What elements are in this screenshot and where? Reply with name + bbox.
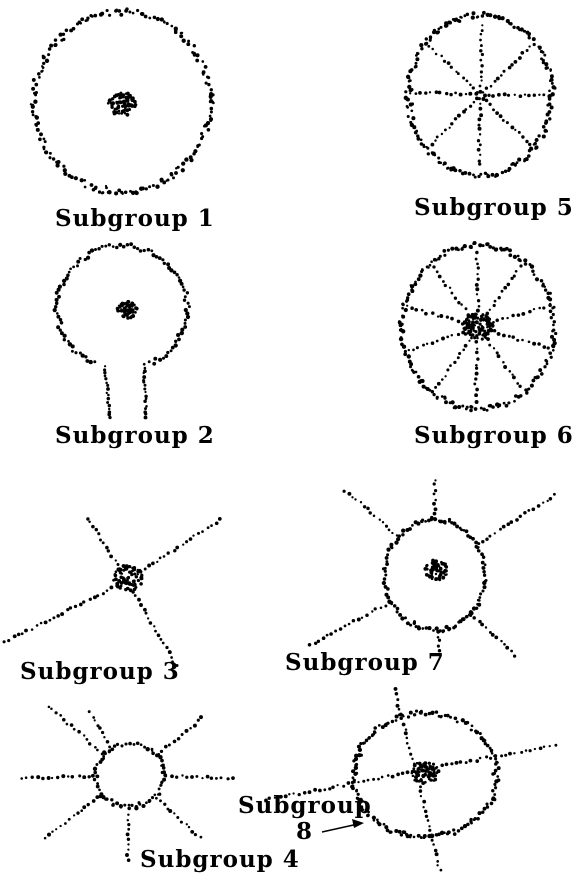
subgroup-7-label: Subgroup 7 xyxy=(285,649,445,676)
subgroup-8-label-line2: 8 xyxy=(296,818,314,845)
subgroup-3-label: Subgroup 3 xyxy=(20,658,180,685)
subgroup-1-label: Subgroup 1 xyxy=(55,205,215,232)
subgroup-6-label: Subgroup 6 xyxy=(414,422,574,449)
subgroup-glyphs xyxy=(2,7,558,872)
subgroup-8-arrow xyxy=(321,819,364,833)
subgroup-5-label: Subgroup 5 xyxy=(414,194,574,221)
subgroup-4-label: Subgroup 4 xyxy=(140,846,300,873)
subgroup-5-glyph xyxy=(403,10,557,179)
subgroup-6-glyph xyxy=(397,240,558,413)
subgroup-3-glyph xyxy=(2,517,222,668)
subgroup-2-glyph xyxy=(52,242,191,420)
subgroup-figure: Subgroup 1 Subgroup 2 Subgroup 3 Subgrou… xyxy=(2,7,573,873)
subgroup-7-glyph xyxy=(307,479,556,658)
subgroup-8-label-line1: Subgroup xyxy=(238,792,372,819)
subgroup-4-glyph xyxy=(20,705,235,862)
subgroup-8-glyph xyxy=(264,686,558,872)
subgroup-1-glyph xyxy=(29,7,215,196)
subgroup-2-label: Subgroup 2 xyxy=(55,422,215,449)
